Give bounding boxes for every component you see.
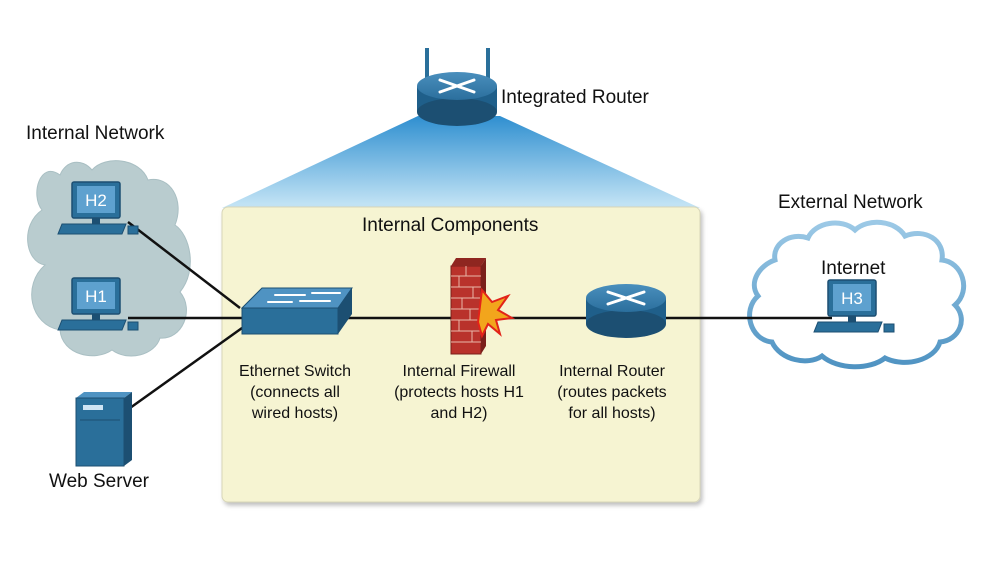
ethernet-switch-icon (240, 287, 353, 335)
internal-router-caption: Internal Router (routes packets for all … (546, 361, 678, 424)
internal-firewall-caption: Internal Firewall (protects hosts H1 and… (381, 361, 537, 424)
integrated-router-label: Integrated Router (501, 87, 649, 108)
ethernet-switch-line-3: wired hosts) (251, 405, 339, 422)
internal-firewall-line-1: Internal Firewall (402, 363, 516, 380)
web-server-label: Web Server (49, 471, 149, 492)
internal-router-line-2: (routes packets (557, 384, 667, 401)
ethernet-switch-line-1: Ethernet Switch (238, 363, 352, 380)
ethernet-switch-line-2: (connects all (250, 384, 340, 401)
internal-router-icon (586, 284, 666, 338)
link-server-switch (129, 326, 243, 410)
internal-router-line-1: Internal Router (559, 363, 665, 380)
host-label-h2: H2 (85, 191, 107, 210)
internal-network-label: Internal Network (26, 123, 165, 144)
host-label-h3: H3 (841, 289, 863, 308)
internal-firewall-line-2: (protects hosts H1 (394, 384, 524, 401)
host-label-h1: H1 (85, 287, 107, 306)
router-beam (222, 116, 700, 208)
pc-icon-h1: H1 (57, 277, 139, 331)
ethernet-switch-caption: Ethernet Switch (connects all wired host… (222, 361, 368, 424)
internal-network-cloud (27, 160, 191, 357)
external-network-label: External Network (778, 192, 923, 213)
pc-icon-h2: H2 (57, 181, 139, 235)
integrated-router-icon (417, 48, 497, 126)
pc-icon-h3: H3 (813, 279, 895, 333)
internal-components-label: Internal Components (362, 215, 539, 236)
server-icon (75, 392, 132, 467)
internet-label: Internet (821, 258, 886, 279)
internal-router-line-3: for all hosts) (568, 405, 656, 422)
burst-icon (476, 287, 516, 339)
internal-firewall-line-3: and H2) (430, 405, 488, 422)
link-h2-switch (127, 221, 241, 309)
